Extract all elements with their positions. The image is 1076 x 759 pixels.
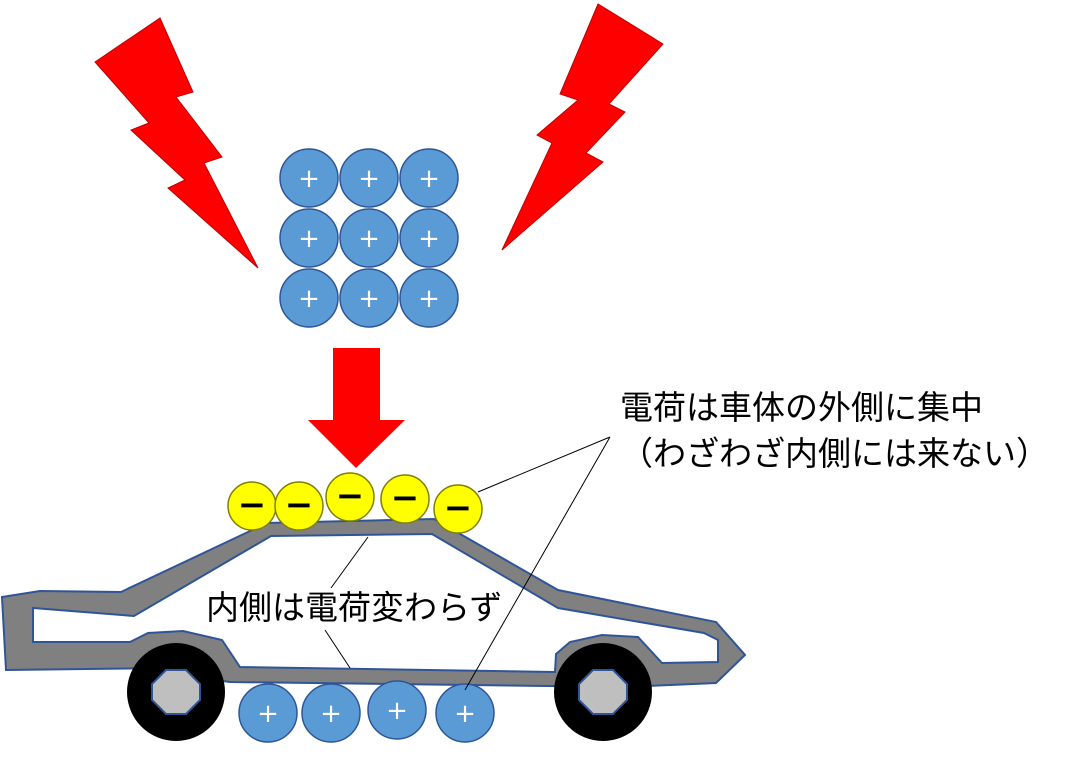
positive-charge: + <box>339 148 399 208</box>
outer-charge-label: 電荷は車体の外側に集中 <box>620 388 983 427</box>
minus-sign: − <box>238 485 267 525</box>
callout-line-outer-ground <box>464 436 611 691</box>
minus-sign: − <box>391 478 420 518</box>
negative-charge: − <box>227 481 277 531</box>
positive-charge: + <box>367 680 427 740</box>
negative-charge: − <box>433 484 483 534</box>
plus-sign: + <box>418 284 440 314</box>
negative-charge: − <box>274 481 324 531</box>
rear-wheel <box>554 643 652 741</box>
lightning-bolt-left-icon <box>94 17 259 269</box>
positive-charge: + <box>399 148 459 208</box>
positive-charge: + <box>301 683 361 743</box>
callout-line-inner-floor <box>324 629 351 669</box>
outer-charge-note: （わざわざ内側には来ない） <box>620 434 1049 473</box>
plus-sign: + <box>298 224 320 254</box>
positive-charge: + <box>279 268 339 328</box>
plus-sign: + <box>418 164 440 194</box>
minus-sign: − <box>285 485 314 525</box>
roof-negative-charge-row: −−−−− <box>227 472 483 534</box>
positive-charge: + <box>279 148 339 208</box>
ground-positive-charge-row: + + + + <box>238 680 495 743</box>
front-wheel <box>127 643 225 741</box>
plus-sign: + <box>386 696 408 726</box>
negative-charge: − <box>325 472 375 522</box>
minus-sign: − <box>336 476 365 516</box>
callout-line-inner-roof <box>330 536 369 589</box>
cloud-positive-charge-cluster: + + + + + + + + + <box>279 148 459 328</box>
positive-charge: + <box>399 268 459 328</box>
plus-sign: + <box>358 224 380 254</box>
positive-charge: + <box>238 683 298 743</box>
positive-charge: + <box>399 208 459 268</box>
positive-charge: + <box>339 208 399 268</box>
plus-sign: + <box>358 284 380 314</box>
lightning-bolt-right-icon <box>501 3 664 251</box>
plus-sign: + <box>418 224 440 254</box>
negative-charge: − <box>380 474 430 524</box>
down-arrow-icon <box>308 348 405 468</box>
plus-sign: + <box>454 699 476 729</box>
plus-sign: + <box>358 164 380 194</box>
plus-sign: + <box>320 699 342 729</box>
plus-sign: + <box>257 699 279 729</box>
positive-charge: + <box>279 208 339 268</box>
hubcap-icon <box>578 669 628 715</box>
plus-sign: + <box>298 284 320 314</box>
positive-charge: + <box>339 268 399 328</box>
callout-line-outer-roof <box>477 436 611 493</box>
hubcap-icon <box>151 669 201 715</box>
minus-sign: − <box>444 488 473 528</box>
positive-charge: + <box>435 683 495 743</box>
plus-sign: + <box>298 164 320 194</box>
inner-charge-label: 内側は電荷変わらず <box>206 588 503 627</box>
